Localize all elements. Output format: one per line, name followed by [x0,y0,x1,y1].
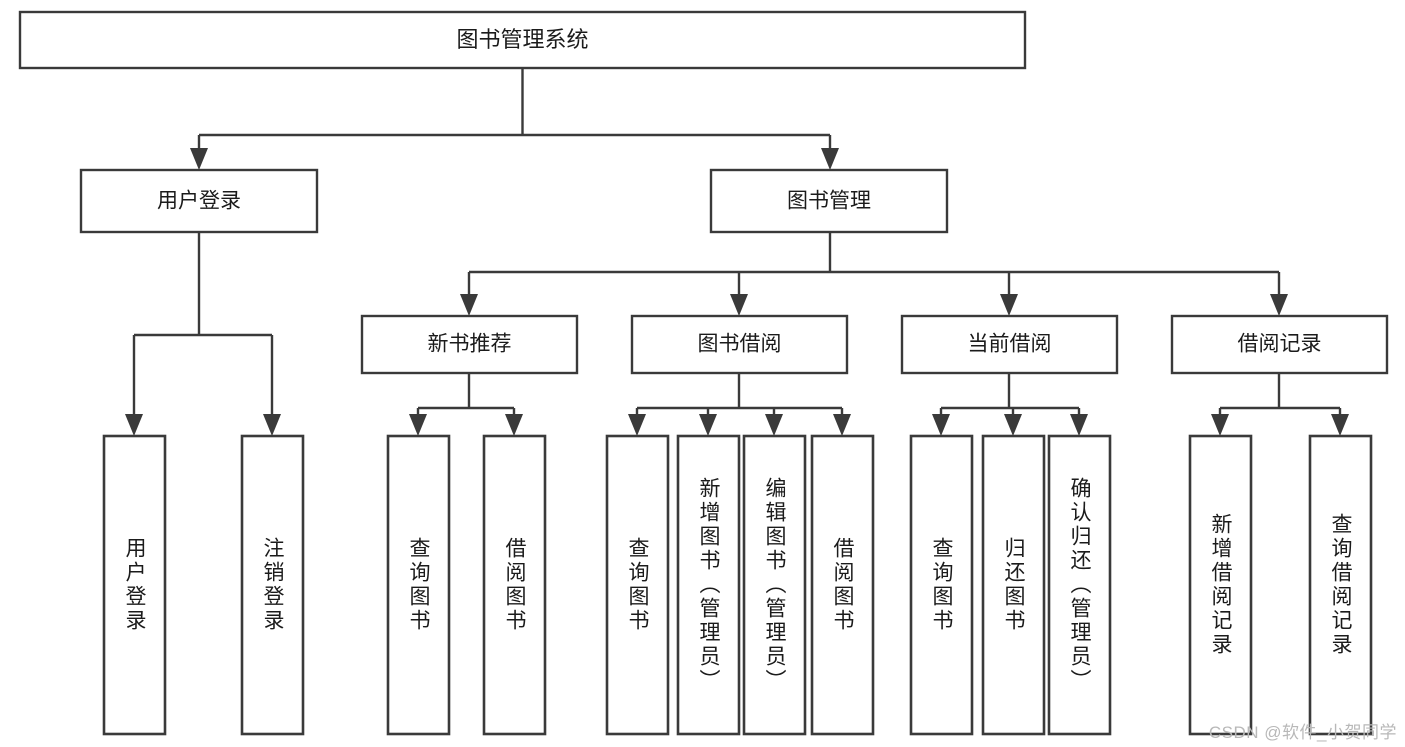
node-user-login-label: 用户登录 [157,190,241,213]
node-current-borrow[interactable]: 当前借阅 [900,314,1119,375]
leaf-box-query-book-new[interactable] [386,434,451,736]
node-book-borrow-label: 图书借阅 [698,333,782,356]
arrow-newbook-leaf2 [505,414,523,436]
node-book-management-label: 图书管理 [787,190,871,213]
arrow-user-login-leaf1 [125,414,143,436]
node-current-borrow-box[interactable] [900,314,1119,375]
leaf-box-confirm-return-admin[interactable] [1047,434,1112,736]
arrow-record-leaf2 [1331,414,1349,436]
node-new-book-recommend-label: 新书推荐 [428,333,512,356]
arrow-borrow-leaf3 [765,414,783,436]
arrow-bookmgmt-to-borrow [730,294,748,316]
node-book-borrow-box[interactable] [630,314,849,375]
arrow-current-leaf3 [1070,414,1088,436]
node-root-box[interactable] [18,10,1027,70]
leaf-box-query-borrow-record[interactable] [1308,434,1373,736]
nodes-layer: 图书管理系统 用户登录 图书管理 新书推荐 图书借阅 当前 [18,10,1389,736]
node-user-login-box[interactable] [79,168,319,234]
edge-root-trunk [197,68,832,160]
csdn-watermark: CSDN @软件_小贺同学 [1208,723,1397,742]
edges-layer [125,68,1349,436]
arrow-bookmgmt-to-current [1000,294,1018,316]
node-root[interactable]: 图书管理系统 [18,10,1027,70]
node-book-management[interactable]: 图书管理 [709,168,949,234]
arrow-root-to-user-login [190,148,208,170]
node-borrow-record-box[interactable] [1170,314,1389,375]
arrow-borrow-leaf1 [628,414,646,436]
node-book-borrow[interactable]: 图书借阅 [630,314,849,375]
leaf-box-edit-book-admin[interactable] [742,434,807,736]
arrow-bookmgmt-to-record [1270,294,1288,316]
arrow-current-leaf2 [1004,414,1022,436]
node-book-management-box[interactable] [709,168,949,234]
leaf-box-query-book-current[interactable] [909,434,974,736]
edge-newbook-trunk [416,373,516,426]
leaf-box-user-login[interactable] [102,434,167,736]
arrow-borrow-leaf4 [833,414,851,436]
node-new-book-recommend[interactable]: 新书推荐 [360,314,579,375]
arrow-user-login-leaf2 [263,414,281,436]
edge-record-trunk [1218,373,1342,426]
arrow-current-leaf1 [932,414,950,436]
leaf-box-borrow-book[interactable] [810,434,875,736]
leaf-box-query-book-borrow[interactable] [605,434,670,736]
node-current-borrow-label: 当前借阅 [968,333,1052,356]
leaf-box-return-book[interactable] [981,434,1046,736]
node-root-label: 图书管理系统 [456,27,588,52]
node-borrow-record-label: 借阅记录 [1238,333,1322,356]
leaf-box-add-borrow-record[interactable] [1188,434,1253,736]
node-user-login[interactable]: 用户登录 [79,168,319,234]
arrow-record-leaf1 [1211,414,1229,436]
edge-borrow-trunk [635,373,844,426]
edge-user-login-trunk [132,232,274,426]
node-new-book-recommend-box[interactable] [360,314,579,375]
node-borrow-record[interactable]: 借阅记录 [1170,314,1389,375]
leaf-box-borrow-book-new[interactable] [482,434,547,736]
arrow-borrow-leaf2 [699,414,717,436]
edge-book-mgmt-trunk [467,232,1281,306]
leaf-box-logout[interactable] [240,434,305,736]
arrow-root-to-book-mgmt [821,148,839,170]
arrow-bookmgmt-to-newbook [460,294,478,316]
leaf-box-add-book-admin[interactable] [676,434,741,736]
arrow-newbook-leaf1 [409,414,427,436]
